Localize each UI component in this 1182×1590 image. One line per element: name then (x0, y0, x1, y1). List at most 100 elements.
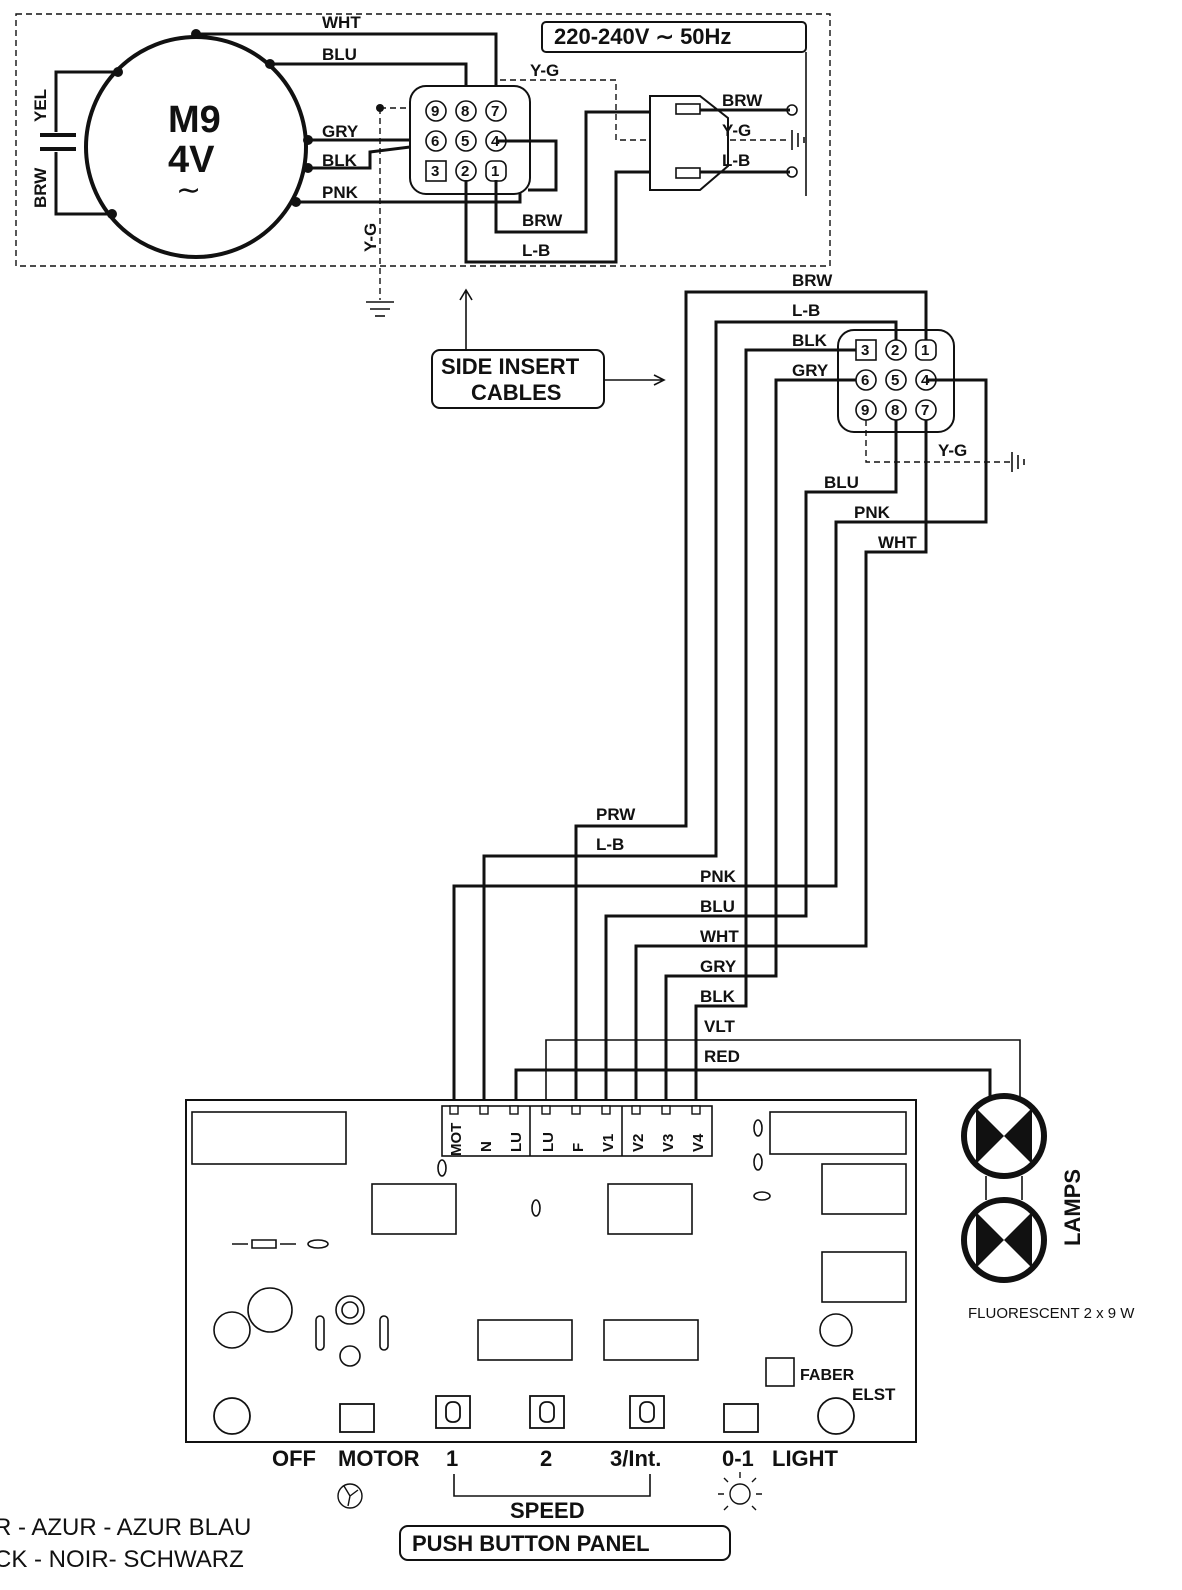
harness-mid-wht: WHT (700, 927, 739, 946)
pin-4-top: 4 (491, 133, 500, 150)
side-insert-line1: SIDE INSERT (441, 354, 580, 379)
pin-9-top: 9 (431, 103, 439, 120)
wire-label-brw-supply: BRW (722, 91, 763, 110)
arrow-up (459, 288, 473, 350)
wire-label-yg-motor: Y-G (361, 223, 380, 252)
harness-mid-blu: BLU (700, 897, 735, 916)
pin-2-top: 2 (461, 163, 469, 180)
wire-lb-harness (482, 320, 898, 1110)
wire-wht-motor (196, 32, 498, 100)
terminal-pins (449, 1105, 701, 1115)
terminal-v1: V1 (600, 1134, 617, 1152)
harness-label-lb: L-B (792, 301, 820, 320)
motor-enclosure (15, 13, 831, 267)
supply-label-box (541, 21, 807, 53)
wire-label-gry: GRY (322, 122, 359, 141)
button-label-speed1: 1 (446, 1446, 458, 1471)
wire-yg-side (865, 420, 1010, 463)
button-label-off: OFF (272, 1446, 316, 1471)
pin-3-side: 3 (861, 342, 869, 359)
button-label-light01: 0-1 (722, 1446, 754, 1471)
pin-5-top: 5 (461, 133, 469, 150)
ground-symbol-top (366, 301, 394, 317)
terminal-v2: V2 (630, 1134, 647, 1152)
pin-5-side: 5 (891, 372, 899, 389)
wire-lb-supply (464, 170, 656, 264)
pin-6-side: 6 (861, 372, 869, 389)
wire-red-lamp (514, 1068, 992, 1110)
harness-mid-gry: GRY (700, 957, 737, 976)
arrow-right (604, 374, 666, 386)
capacitor-wires (54, 70, 118, 216)
button-label-speed2: 2 (540, 1446, 552, 1471)
terminal-v4: V4 (690, 1133, 707, 1152)
pin-3-top: 3 (431, 163, 439, 180)
ground-symbol-supply (791, 130, 805, 150)
harness-mid-pnk: PNK (700, 867, 737, 886)
lamps-spec: FLUORESCENT 2 x 9 W (968, 1305, 1135, 1322)
wire-wht-harness (634, 420, 928, 1110)
pin-2-side: 2 (891, 342, 899, 359)
button-label-motor: MOTOR (338, 1446, 420, 1471)
wire-pnk-motor (296, 190, 522, 204)
harness-mid-blk: BLK (700, 987, 736, 1006)
button-label-speed3: 3/Int. (610, 1446, 661, 1471)
wire-pnk-harness (452, 378, 988, 1110)
harness-label-blk: BLK (792, 331, 828, 350)
wire-label-lb-supply: L-B (722, 151, 750, 170)
pin-8-top: 8 (461, 103, 469, 120)
legend-line-1: R - AZUR - AZUR BLAU (0, 1514, 252, 1541)
wire-label-pnk: PNK (322, 183, 359, 202)
terminal-f: F (570, 1143, 587, 1152)
motor-connector-pins (425, 100, 507, 182)
terminal-lu-1: LU (508, 1132, 525, 1152)
panel-label: PUSH BUTTON PANEL (412, 1531, 650, 1556)
wire-label-wht: WHT (322, 13, 361, 32)
terminal-lu-2: LU (540, 1132, 557, 1152)
wire-brw-harness (574, 290, 928, 1110)
pin-4-side: 4 (921, 372, 930, 389)
lamp-1 (961, 1093, 1047, 1179)
speed-label: SPEED (510, 1498, 585, 1523)
wire-label-brw-top: BRW (522, 211, 563, 230)
lamps-label: LAMPS (1060, 1169, 1085, 1246)
ground-symbol-side (1011, 452, 1025, 472)
pin-1-top: 1 (491, 163, 499, 180)
wire-label-yel: YEL (31, 89, 50, 122)
harness-label-wht: WHT (878, 533, 917, 552)
motor-voltage: 4V (168, 139, 215, 181)
wire-label-brw-cap: BRW (31, 167, 50, 208)
harness-label-gry: GRY (792, 361, 829, 380)
harness-mid-vlt: VLT (704, 1017, 735, 1036)
motor-ac-symbol: ∼ (176, 174, 201, 207)
supply-terminal-l (786, 104, 798, 116)
harness-label-pnk: PNK (854, 503, 891, 522)
terminal-v3: V3 (660, 1134, 677, 1152)
supply-label: 220-240V ∼ 50Hz (554, 24, 731, 49)
legend-line-2: CK - NOIR- SCHWARZ (0, 1546, 244, 1573)
brand-model: ELST (852, 1385, 896, 1404)
pin-7-top: 7 (491, 103, 499, 120)
board-buttons (213, 1395, 855, 1435)
light-bulb-icon (718, 1472, 762, 1511)
lamp-2 (961, 1197, 1047, 1283)
board-components (191, 1111, 907, 1367)
terminal-n: N (478, 1141, 495, 1152)
supply-terminal-n (786, 166, 798, 178)
supply-plug (649, 95, 729, 191)
wire-pin4-loop (496, 139, 558, 192)
wire-vlt-lamp (545, 1039, 1021, 1110)
panel-label-box (399, 1525, 731, 1561)
wire-label-blk: BLK (322, 151, 358, 170)
pin-1-side: 1 (921, 342, 929, 359)
speed-bracket (453, 1474, 651, 1497)
brand-logo-icon (765, 1357, 795, 1387)
harness-mid-lb: L-B (596, 835, 624, 854)
wire-label-lb-top: L-B (522, 241, 550, 260)
side-insert-line2: CABLES (471, 380, 561, 405)
terminal-mot: MOT (448, 1123, 465, 1156)
brand-name: FABER (800, 1367, 855, 1384)
pin-6-top: 6 (431, 133, 439, 150)
wire-blu-harness (604, 420, 898, 1110)
